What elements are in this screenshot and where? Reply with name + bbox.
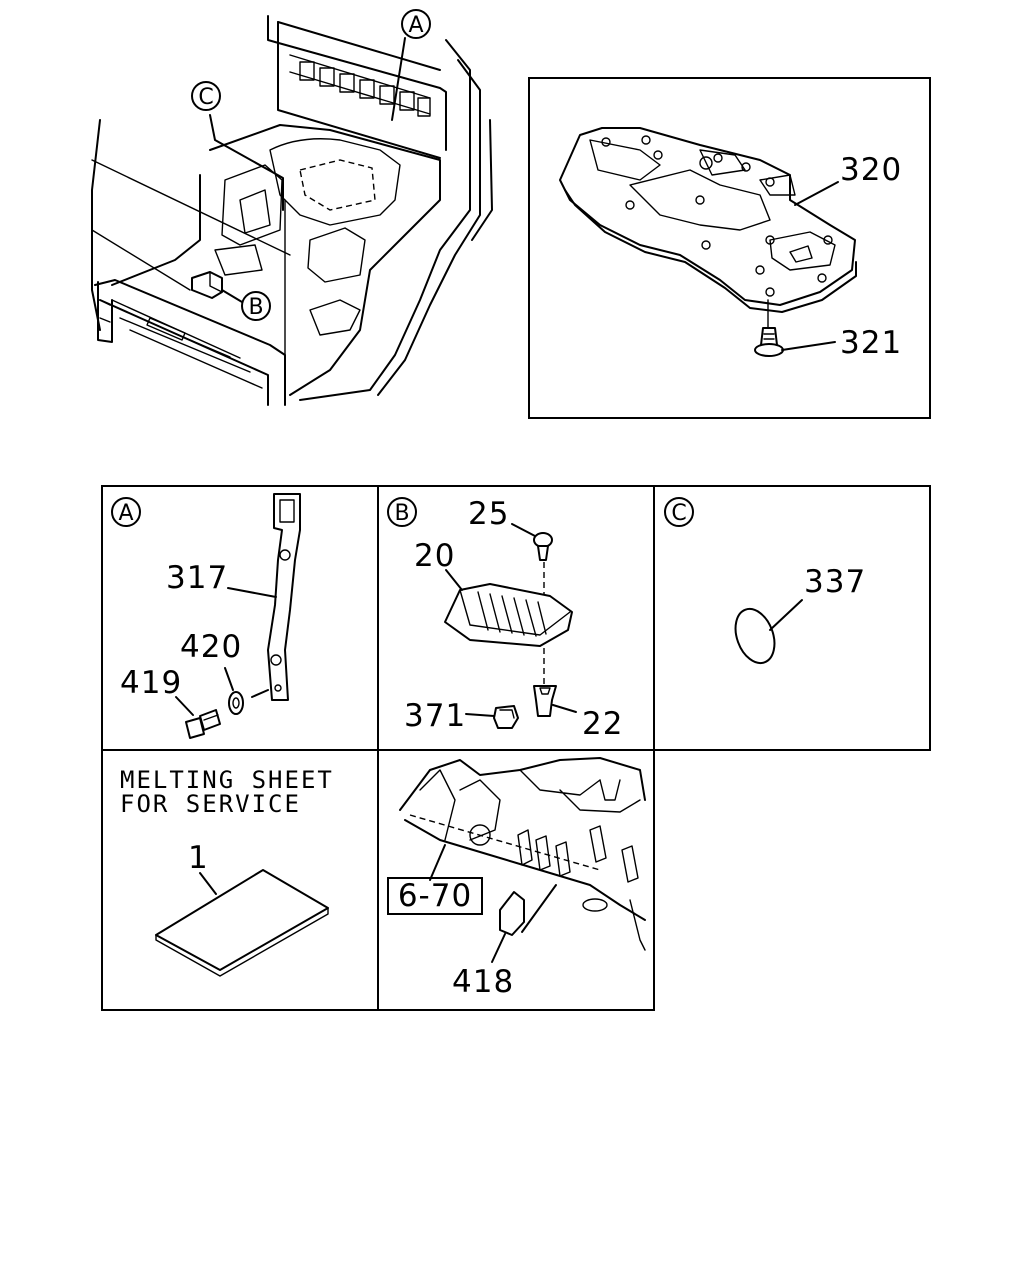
part-317-label: 317 xyxy=(166,560,228,596)
part-20-label: 20 xyxy=(414,538,455,574)
svg-text:B: B xyxy=(248,295,263,320)
part-25-label: 25 xyxy=(468,496,509,532)
detail-c: C xyxy=(664,497,803,665)
part-1-label: 1 xyxy=(188,840,209,876)
svg-text:A: A xyxy=(118,501,133,526)
part-320-label: 320 xyxy=(840,152,902,188)
detail-grid xyxy=(101,485,931,1011)
callout-a-detail: A xyxy=(111,497,141,527)
body-panel-detail xyxy=(399,757,646,963)
part-337-label: 337 xyxy=(804,564,866,600)
callout-c-detail: C xyxy=(664,497,694,527)
detail-a: A xyxy=(111,493,301,739)
note-line-2: FOR SERVICE xyxy=(120,790,301,818)
reference-box[interactable] xyxy=(387,877,483,915)
part-420-label: 420 xyxy=(180,629,242,665)
reference-label[interactable]: 6-70 xyxy=(398,878,472,914)
svg-text:B: B xyxy=(394,501,409,526)
part-22-label: 22 xyxy=(582,706,623,742)
svg-text:C: C xyxy=(198,85,213,110)
part-419-label: 419 xyxy=(120,665,182,701)
callout-a-top: A xyxy=(401,9,431,39)
part-371-label: 371 xyxy=(404,698,466,734)
callout-c-top: C xyxy=(191,81,221,111)
detail-b: B xyxy=(387,497,577,729)
cab-floor-overview xyxy=(91,15,493,406)
svg-text:C: C xyxy=(671,501,686,526)
callout-b-detail: B xyxy=(387,497,417,527)
part-418-label: 418 xyxy=(452,964,514,1000)
floor-cover-box xyxy=(528,77,931,419)
note-line-1: MELTING SHEET xyxy=(120,766,334,794)
svg-text:A: A xyxy=(408,13,423,38)
callout-b-top: B xyxy=(241,291,271,321)
part-321-label: 321 xyxy=(840,325,902,361)
melting-sheet-detail xyxy=(155,869,329,977)
